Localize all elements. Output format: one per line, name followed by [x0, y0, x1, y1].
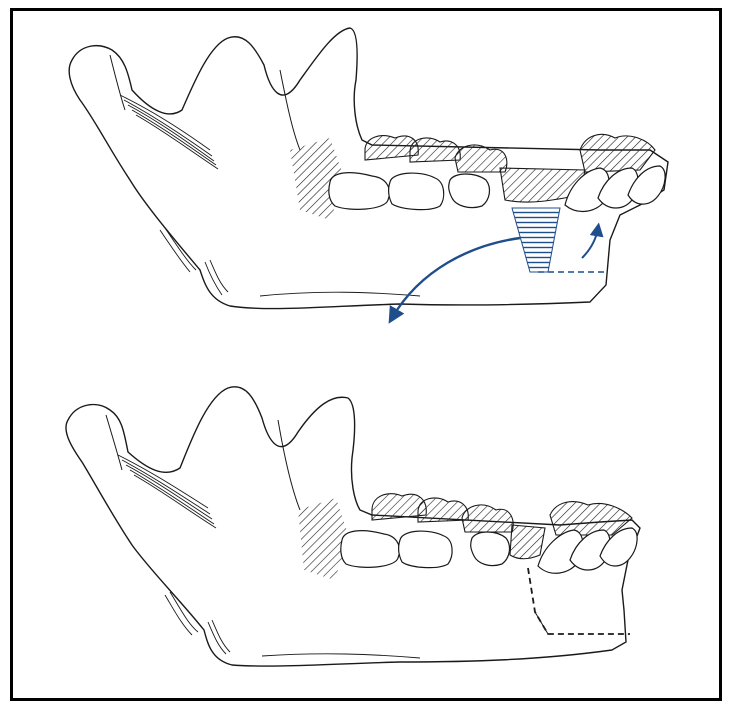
panel-before: [69, 28, 668, 318]
mandible-outline-top: [69, 28, 668, 309]
panel-after: [66, 387, 640, 666]
